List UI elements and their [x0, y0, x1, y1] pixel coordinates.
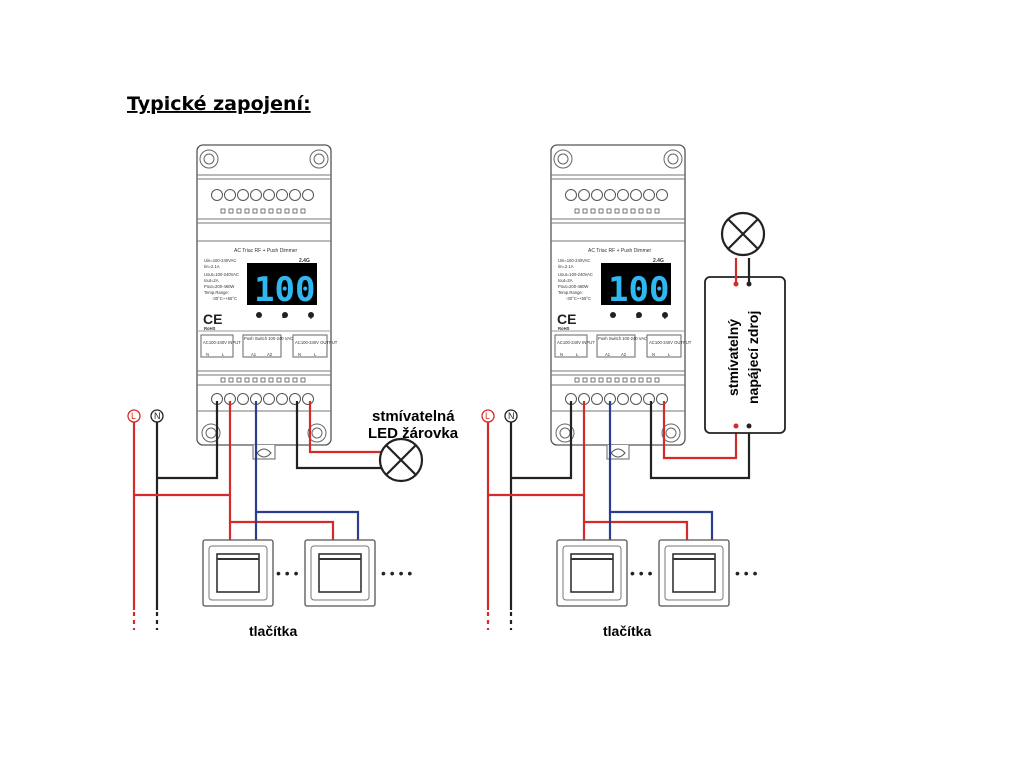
psu-label: napájecí zdroj [745, 311, 761, 404]
ellipsis: • • • [630, 565, 653, 581]
input-terminals-label: AC100-240V INPUT [557, 340, 595, 345]
line-l-label: L [131, 411, 136, 421]
display-value: 100 [608, 270, 669, 310]
terminal-label: A1 [251, 352, 257, 357]
terminal-label: A1 [605, 352, 611, 357]
right-diagram: AC Triac RF + Push Dimmer 2.4G 100 Uin=1… [481, 144, 786, 639]
ce-mark: CE [203, 311, 222, 327]
lamp-label: LED žárovka [368, 425, 459, 442]
ellipsis: • • • • [381, 565, 412, 581]
terminal-label: N [652, 352, 655, 357]
page-title: Typické zapojení: [127, 93, 311, 115]
minus-button-label: - [282, 312, 285, 323]
push-terminals-label: Push Switch 100-240 VAC [244, 336, 293, 341]
push-button-icon [304, 539, 376, 607]
terminal-label: L [576, 352, 579, 357]
rf-label: 2.4G [299, 258, 310, 264]
terminal-label: N [560, 352, 563, 357]
line-n-label: N [508, 411, 515, 421]
dimmer-model-label: AC Triac RF + Push Dimmer [234, 248, 298, 254]
buttons-label: tlačítka [603, 623, 651, 639]
push-button-icon [556, 539, 628, 607]
psu-label: stmívatelný [725, 319, 741, 396]
push-button-icon [202, 539, 274, 607]
spec-line: Iout=2A [558, 278, 573, 283]
input-terminals-label: AC100-240V INPUT [203, 340, 241, 345]
lamp-label: stmívatelná [372, 408, 455, 425]
ce-mark: CE [557, 311, 576, 327]
spec-line: Iout=2A [204, 278, 219, 283]
ellipsis: • • • [735, 565, 758, 581]
cert-label: RoHS [558, 326, 570, 331]
spec-line: Uout=100-240VAC [558, 272, 593, 277]
spec-line: Uin=100-240VAC [558, 258, 590, 263]
plus-button-label: + [308, 312, 314, 323]
minus-button-label: - [636, 312, 639, 323]
spec-line: Temp.Range: [558, 290, 583, 295]
spec-line: Uout=100-240VAC [204, 272, 239, 277]
terminal-label: N [298, 352, 301, 357]
spec-line: -30°C~+55°C [212, 296, 237, 301]
spec-line: Pout=200-460W [204, 284, 234, 289]
plus-button-label: + [662, 312, 668, 323]
spec-line: Pout=200-460W [558, 284, 588, 289]
line-n-label: N [154, 411, 161, 421]
left-diagram: AC Triac RF + Push Dimmer 2.4G 100 Uin=1… [127, 144, 459, 639]
spec-line: Iin=2.1A [204, 264, 220, 269]
terminal-label: L [222, 352, 225, 357]
output-terminals-label: AC100-240V OUTPUT [649, 340, 692, 345]
terminal-label: L [668, 352, 671, 357]
terminal-label: L [314, 352, 317, 357]
display-value: 100 [254, 270, 315, 310]
terminal-label: A2 [621, 352, 627, 357]
spec-line: Uin=100-240VAC [204, 258, 236, 263]
spec-line: -30°C~+55°C [566, 296, 591, 301]
push-terminals-label: Push Switch 100-240 VAC [598, 336, 647, 341]
dimmable-power-supply [704, 276, 786, 434]
ellipsis: • • • [276, 565, 299, 581]
spec-line: Temp.Range: [204, 290, 229, 295]
spec-line: Iin=2.1A [558, 264, 574, 269]
buttons-label: tlačítka [249, 623, 297, 639]
cert-label: RoHS [204, 326, 216, 331]
terminal-label: N [206, 352, 209, 357]
push-button-icon [658, 539, 730, 607]
dimmer-model-label: AC Triac RF + Push Dimmer [588, 248, 652, 254]
line-l-label: L [485, 411, 490, 421]
output-terminals-label: AC100-240V OUTPUT [295, 340, 338, 345]
rf-label: 2.4G [653, 258, 664, 264]
terminal-label: A2 [267, 352, 273, 357]
